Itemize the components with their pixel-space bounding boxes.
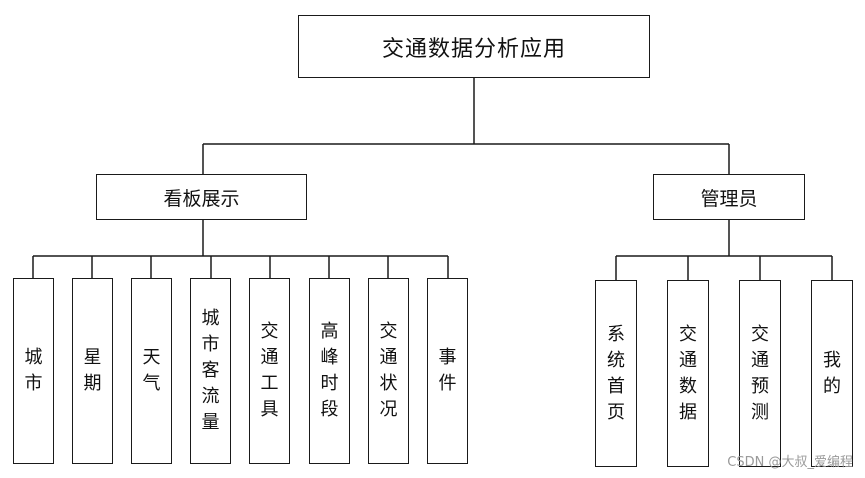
- leaf-node-label: 交通状况: [380, 319, 398, 423]
- leaf-node-char: 交: [679, 323, 697, 345]
- leaf-node-char: 通: [379, 347, 398, 368]
- leaf-node-char: 我: [823, 349, 841, 371]
- leaf-node-char: 预: [751, 375, 769, 397]
- leaf-node: 交通工具: [249, 278, 290, 464]
- leaf-node-char: 时: [320, 373, 339, 394]
- leaf-node: 交通预测: [739, 280, 781, 467]
- leaf-node-char: 市: [24, 373, 43, 394]
- leaf-node-label: 高峰时段: [321, 319, 339, 423]
- leaf-node-label: 我的: [823, 348, 841, 400]
- leaf-node-label: 星期: [84, 345, 102, 397]
- leaf-node-char: 交: [379, 321, 398, 342]
- leaf-node-char: 据: [679, 401, 697, 423]
- leaf-node: 交通状况: [368, 278, 409, 464]
- leaf-node-char: 数: [679, 375, 697, 397]
- branch-node-label: 看板展示: [163, 187, 240, 210]
- leaf-node-char: 段: [320, 399, 339, 420]
- leaf-node-char: 气: [142, 373, 161, 394]
- leaf-node-char: 流: [201, 386, 220, 407]
- leaf-node-char: 首: [607, 375, 625, 397]
- branch-node-admin: 管理员: [653, 174, 805, 220]
- leaf-node: 高峰时段: [309, 278, 350, 464]
- leaf-node-char: 天: [142, 347, 161, 368]
- branch-node-dashboard: 看板展示: [96, 174, 307, 220]
- leaf-node: 城市客流量: [190, 278, 231, 464]
- leaf-node-char: 统: [607, 349, 625, 371]
- leaf-node-char: 件: [438, 373, 457, 394]
- leaf-node-char: 交: [260, 321, 279, 342]
- leaf-node-char: 高: [320, 321, 339, 342]
- leaf-node-char: 城: [24, 347, 43, 368]
- leaf-node-char: 况: [379, 399, 398, 420]
- leaf-node: 交通数据: [667, 280, 709, 467]
- leaf-node-char: 测: [751, 401, 769, 423]
- leaf-node-label: 系统首页: [607, 322, 625, 426]
- leaf-node-char: 页: [607, 401, 625, 423]
- leaf-node: 城市: [13, 278, 54, 464]
- leaf-node-label: 交通数据: [679, 322, 697, 426]
- leaf-node-label: 天气: [143, 345, 161, 397]
- leaf-node-char: 客: [201, 360, 220, 381]
- leaf-node-char: 状: [379, 373, 398, 394]
- leaf-node-char: 星: [83, 347, 102, 368]
- leaf-node-char: 具: [260, 399, 279, 420]
- leaf-node: 天气: [131, 278, 172, 464]
- leaf-node: 系统首页: [595, 280, 637, 467]
- leaf-node-char: 通: [260, 347, 279, 368]
- leaf-node-char: 通: [751, 349, 769, 371]
- leaf-node: 事件: [427, 278, 468, 464]
- leaf-node-char: 的: [823, 375, 841, 397]
- leaf-node-char: 工: [260, 373, 279, 394]
- leaf-node: 我的: [811, 280, 853, 467]
- root-node: 交通数据分析应用: [298, 15, 650, 78]
- leaf-node-char: 事: [438, 347, 457, 368]
- leaf-node-label: 城市客流量: [202, 306, 220, 436]
- watermark: CSDN @大叔_爱编程: [727, 455, 853, 470]
- branch-node-label: 管理员: [700, 187, 758, 210]
- leaf-node-label: 事件: [439, 345, 457, 397]
- leaf-node-char: 期: [83, 373, 102, 394]
- leaf-node: 星期: [72, 278, 113, 464]
- leaf-node-char: 峰: [320, 347, 339, 368]
- leaf-node-label: 交通预测: [751, 322, 769, 426]
- leaf-node-char: 城: [201, 308, 220, 329]
- leaf-node-char: 量: [201, 412, 220, 433]
- leaf-node-char: 通: [679, 349, 697, 371]
- leaf-node-char: 市: [201, 334, 220, 355]
- root-node-label: 交通数据分析应用: [381, 36, 566, 62]
- leaf-node-label: 城市: [25, 345, 43, 397]
- leaf-node-label: 交通工具: [261, 319, 279, 423]
- leaf-node-char: 交: [751, 323, 769, 345]
- leaf-node-char: 系: [607, 323, 625, 345]
